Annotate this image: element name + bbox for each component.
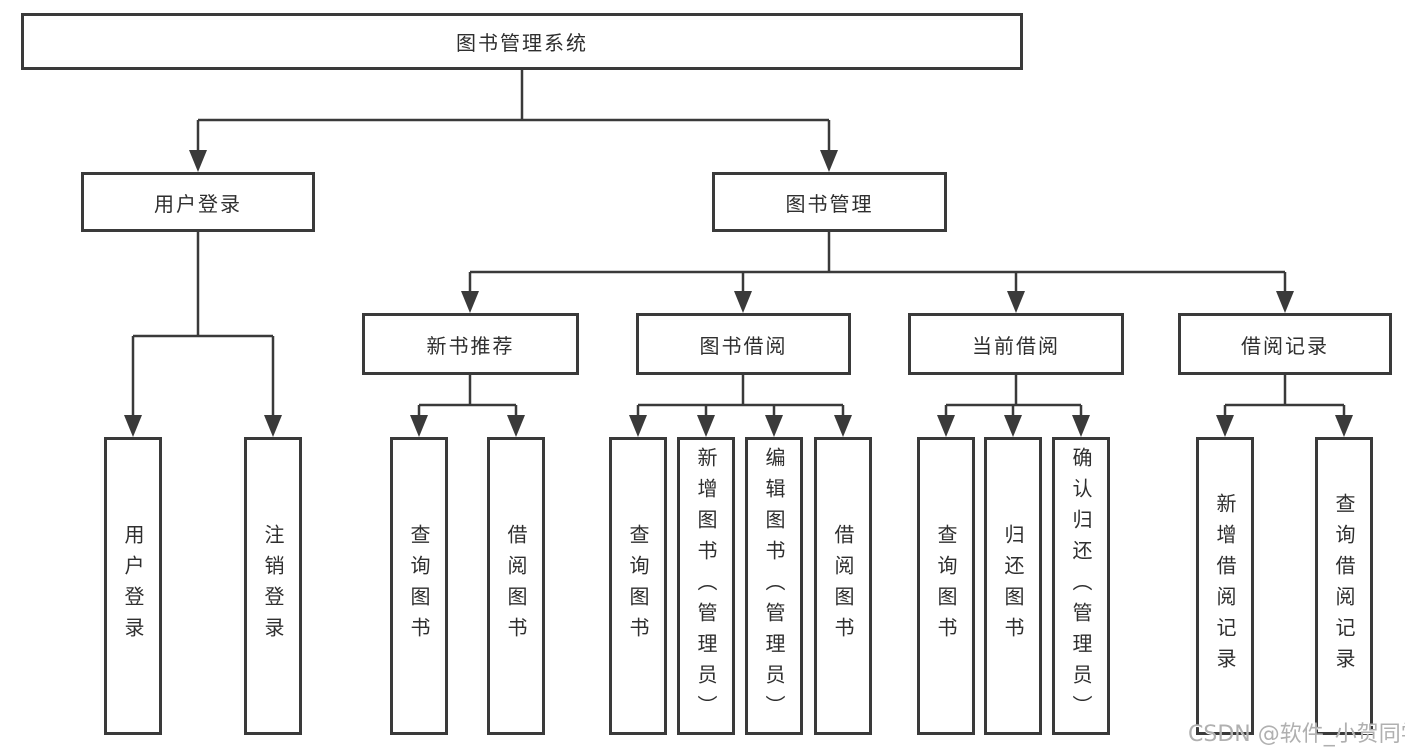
edge-root [196, 69, 831, 151]
edge-current-borrowing [944, 375, 1083, 416]
watermark: CSDN @软件_小贺同学 [1188, 722, 1405, 747]
node-label: 当前借阅 [972, 333, 1060, 358]
edge-book-borrowing [636, 375, 845, 416]
edge-user-login [131, 232, 275, 416]
node-label: 确认归还（管理员） [1069, 446, 1093, 726]
leaf-edit-books-admin: 编辑图书（管理员） [745, 437, 803, 735]
node-label: 查询图书 [934, 524, 958, 648]
node-book-borrowing: 图书借阅 [636, 313, 851, 375]
node-label: 查询借阅记录 [1332, 493, 1356, 679]
node-library-management-system: 图书管理系统 [21, 13, 1023, 70]
node-label: 归还图书 [1001, 524, 1025, 648]
leaf-search-borrow-record: 查询借阅记录 [1315, 437, 1373, 735]
leaf-search-books-recommend: 查询图书 [390, 437, 448, 735]
leaf-return-books: 归还图书 [984, 437, 1042, 735]
node-label: 新书推荐 [426, 333, 515, 358]
node-label: 注销登录 [261, 524, 285, 648]
edge-borrowing-records [1223, 375, 1346, 416]
node-label: 借阅图书 [831, 524, 855, 648]
leaf-borrow-books-borrowing: 借阅图书 [814, 437, 872, 735]
leaf-confirm-return-admin: 确认归还（管理员） [1052, 437, 1110, 735]
node-label: 查询图书 [626, 524, 650, 648]
leaf-search-books-current: 查询图书 [917, 437, 975, 735]
node-user-login: 用户登录 [81, 172, 315, 232]
node-new-book-recommendation: 新书推荐 [362, 313, 579, 375]
leaf-add-books-admin: 新增图书（管理员） [677, 437, 735, 735]
node-label: 新增图书（管理员） [694, 446, 718, 726]
node-label: 编辑图书（管理员） [762, 446, 786, 726]
node-label: 图书管理系统 [456, 31, 588, 55]
edge-book-management [468, 232, 1287, 292]
node-label: 查询图书 [407, 524, 431, 648]
node-borrowing-records: 借阅记录 [1178, 313, 1392, 375]
node-current-borrowing: 当前借阅 [908, 313, 1124, 375]
node-book-management: 图书管理 [712, 172, 947, 232]
node-label: 用户登录 [121, 524, 145, 648]
node-label: 用户登录 [154, 191, 242, 216]
node-label: 新增借阅记录 [1213, 493, 1237, 679]
leaf-borrow-books-recommend: 借阅图书 [487, 437, 545, 735]
leaf-logout: 注销登录 [244, 437, 302, 735]
edge-new-book-recommendation [417, 375, 518, 416]
node-label: 借阅图书 [504, 524, 528, 648]
node-label: 图书借阅 [699, 333, 788, 358]
leaf-add-borrow-record: 新增借阅记录 [1196, 437, 1254, 735]
node-label: 借阅记录 [1241, 333, 1329, 358]
leaf-search-books-borrowing: 查询图书 [609, 437, 667, 735]
node-label: 图书管理 [785, 191, 874, 216]
leaf-user-login: 用户登录 [104, 437, 162, 735]
